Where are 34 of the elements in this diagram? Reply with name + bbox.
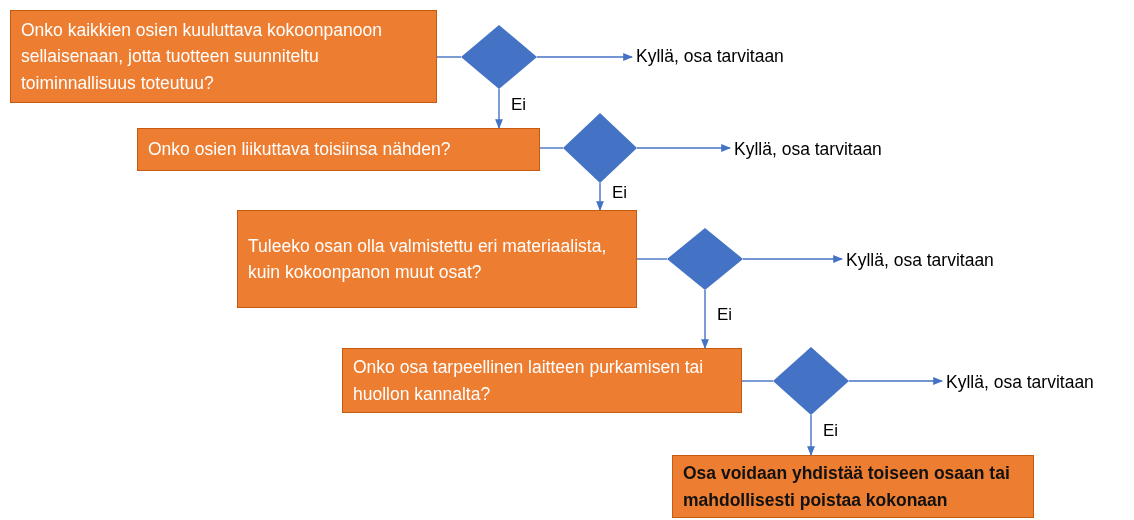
outcome-text: Kyllä, osa tarvitaan xyxy=(946,370,1094,394)
arrow xyxy=(848,377,943,385)
outcome-text: Kyllä, osa tarvitaan xyxy=(636,44,784,68)
question-box xyxy=(342,348,742,413)
connector-line xyxy=(741,380,774,382)
arrow xyxy=(495,88,503,129)
box-text: Onko osien liikuttava toisiinsa nähden? xyxy=(148,138,451,162)
decision-diamond xyxy=(773,347,849,415)
question-box xyxy=(10,10,437,103)
arrow xyxy=(807,414,815,456)
arrow xyxy=(596,182,604,211)
box-text: Onko kaikkien osien kuuluttava kokoonpanoon sellaisenaan, jotta tuotteen suunniteltu toiminnallisuus toteutuu? xyxy=(21,19,383,95)
edge-label: Ei xyxy=(612,182,628,203)
decision-diamond xyxy=(461,25,537,89)
decision-diamond xyxy=(563,113,637,183)
decision-diamond xyxy=(667,228,743,290)
question-box xyxy=(137,128,540,171)
arrow xyxy=(536,53,633,61)
arrow xyxy=(701,289,709,349)
result-box xyxy=(672,455,1034,518)
connector-line xyxy=(436,56,462,58)
edge-label: Ei xyxy=(511,94,527,115)
connector-line xyxy=(636,258,668,260)
question-box xyxy=(237,210,637,308)
arrow xyxy=(636,144,731,152)
outcome-text: Kyllä, osa tarvitaan xyxy=(846,248,994,272)
edge-label: Ei xyxy=(823,421,839,441)
edge-label: Ei xyxy=(717,305,733,325)
outcome-text: Kyllä, osa tarvitaan xyxy=(734,137,882,161)
box-text: Tuleeko osan olla valmistettu eri materiaalista, kuin kokoonpanon muut osat? xyxy=(248,234,608,284)
box-text: Osa voidaan yhdistää toiseen osaan tai mahdollisesti poistaa kokonaan xyxy=(683,462,1011,512)
arrow xyxy=(742,255,843,263)
connector-line xyxy=(539,147,564,149)
box-text: Onko osa tarpeellinen laitteen purkamisen tai huollon kannalta? xyxy=(353,356,705,406)
